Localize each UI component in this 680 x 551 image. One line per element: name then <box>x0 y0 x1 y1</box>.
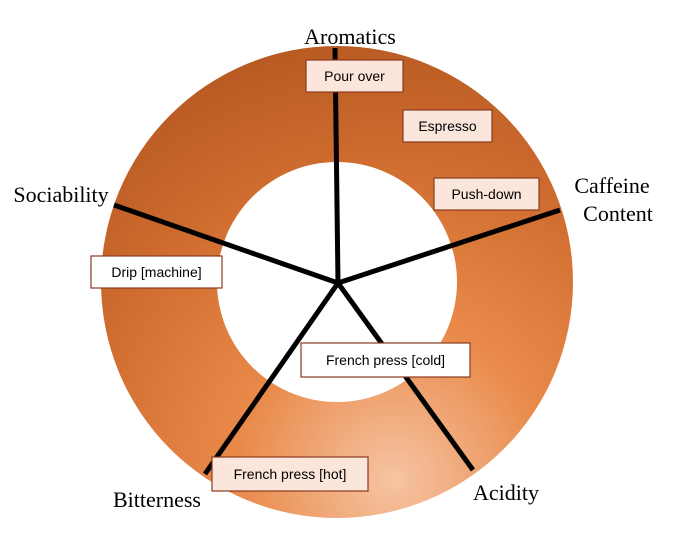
method-label-push-down: Push-down <box>451 186 521 202</box>
axis-label-acidity: Acidity <box>473 480 539 505</box>
method-label-french-press-cold: French press [cold] <box>326 352 445 368</box>
axis-label-aromatics: Aromatics <box>304 24 396 49</box>
axis-label-bitterness: Bitterness <box>113 487 201 512</box>
method-box-pour-over: Pour over <box>305 59 404 93</box>
method-label-espresso: Espresso <box>418 118 477 134</box>
spoke-bitterness <box>202 281 341 476</box>
axis-label-caffeine-line2: Content <box>583 201 653 226</box>
spoke-caffeine-content <box>337 207 561 286</box>
method-box-french-press-hot: French press [hot] <box>211 456 369 492</box>
donut-ring <box>101 46 573 518</box>
method-box-drip-machine: Drip [machine] <box>90 255 223 289</box>
axis-label-sociability: Sociability <box>13 182 108 207</box>
method-label-pour-over: Pour over <box>324 68 385 84</box>
axis-label-caffeine-line1: Caffeine <box>574 173 649 198</box>
method-box-push-down: Push-down <box>433 177 540 211</box>
method-box-espresso: Espresso <box>402 109 493 143</box>
method-label-drip-machine: Drip [machine] <box>111 264 201 280</box>
method-box-french-press-cold: French press [cold] <box>300 342 471 378</box>
spoke-sociability <box>113 202 339 286</box>
method-label-french-press-hot: French press [hot] <box>234 466 347 482</box>
